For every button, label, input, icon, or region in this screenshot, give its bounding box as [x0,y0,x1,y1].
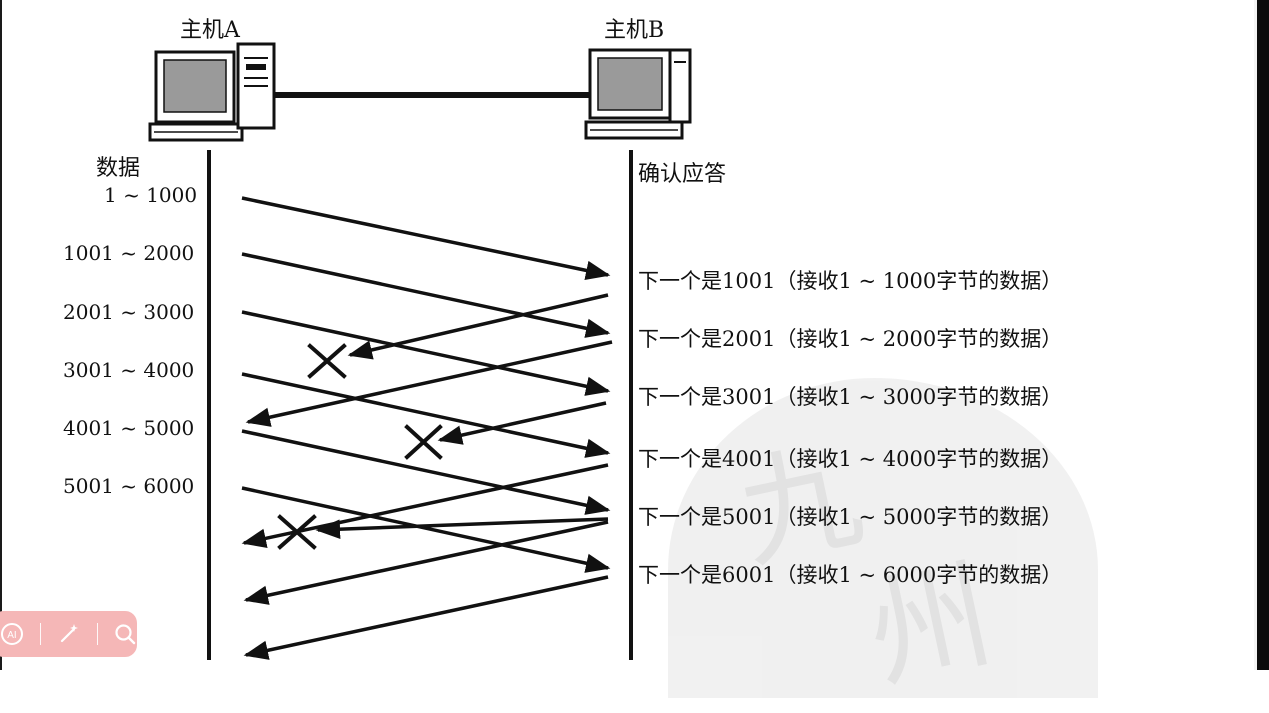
toolbar-divider [96,623,97,645]
ack-label: 下一个是3001（接收1 ~ 3000字节的数据） [638,385,1063,409]
data-arrow [241,486,611,573]
ack-arrow [243,520,609,605]
scrollbar-edge [1254,0,1257,670]
ack-arrow [241,463,609,548]
ack-label: 下一个是1001（接收1 ~ 1000字节的数据） [638,269,1063,293]
loss-x-icon [404,424,443,460]
ack-arrow [245,340,613,427]
data-arrow [241,196,611,281]
data-arrow [241,429,611,515]
segment-label: 2001 ~ 3000 [63,300,195,324]
ack-column-heading: 确认应答 [638,162,727,187]
sequence-diagram [148,42,692,660]
ack-arrow-lost [347,293,609,360]
ack-label: 下一个是5001（接收1 ~ 5000字节的数据） [638,505,1063,529]
segment-label: 5001 ~ 6000 [63,474,195,498]
search-icon[interactable] [113,622,137,646]
computer-b-icon [584,48,692,140]
computer-a-icon [148,42,276,142]
ack-label: 下一个是6001（接收1 ~ 6000字节的数据） [638,563,1063,587]
ack-arrow [243,575,609,660]
data-arrow [241,310,611,396]
window-left-border [0,0,2,670]
data-column-heading: 数据 [96,156,141,181]
ai-icon[interactable]: AI [0,622,24,646]
loss-x-icon [277,514,317,550]
data-arrow [241,372,611,458]
host-a-label: 主机A [180,18,240,43]
segment-label: 4001 ~ 5000 [63,416,195,440]
window-right-scrollbar[interactable] [1254,0,1269,670]
data-arrow [241,252,611,338]
host-b-label: 主机B [604,18,665,43]
toolbar-divider [40,623,41,645]
segment-label: 1001 ~ 2000 [63,241,195,265]
floating-toolbar: AI [0,611,137,657]
ack-label: 下一个是2001（接收1 ~ 2000字节的数据） [638,327,1063,351]
segment-label: 3001 ~ 4000 [63,358,195,382]
ack-label: 下一个是4001（接收1 ~ 4000字节的数据） [638,447,1063,471]
magic-wand-icon[interactable] [57,622,81,646]
ack-arrow-lost [315,517,609,539]
ack-arrow-lost [437,401,607,445]
ai-icon-text: AI [7,630,16,641]
watermark-seal: 九 州 [668,378,1098,707]
segment-label: 1 ~ 1000 [104,183,198,207]
loss-x-icon [307,343,347,379]
